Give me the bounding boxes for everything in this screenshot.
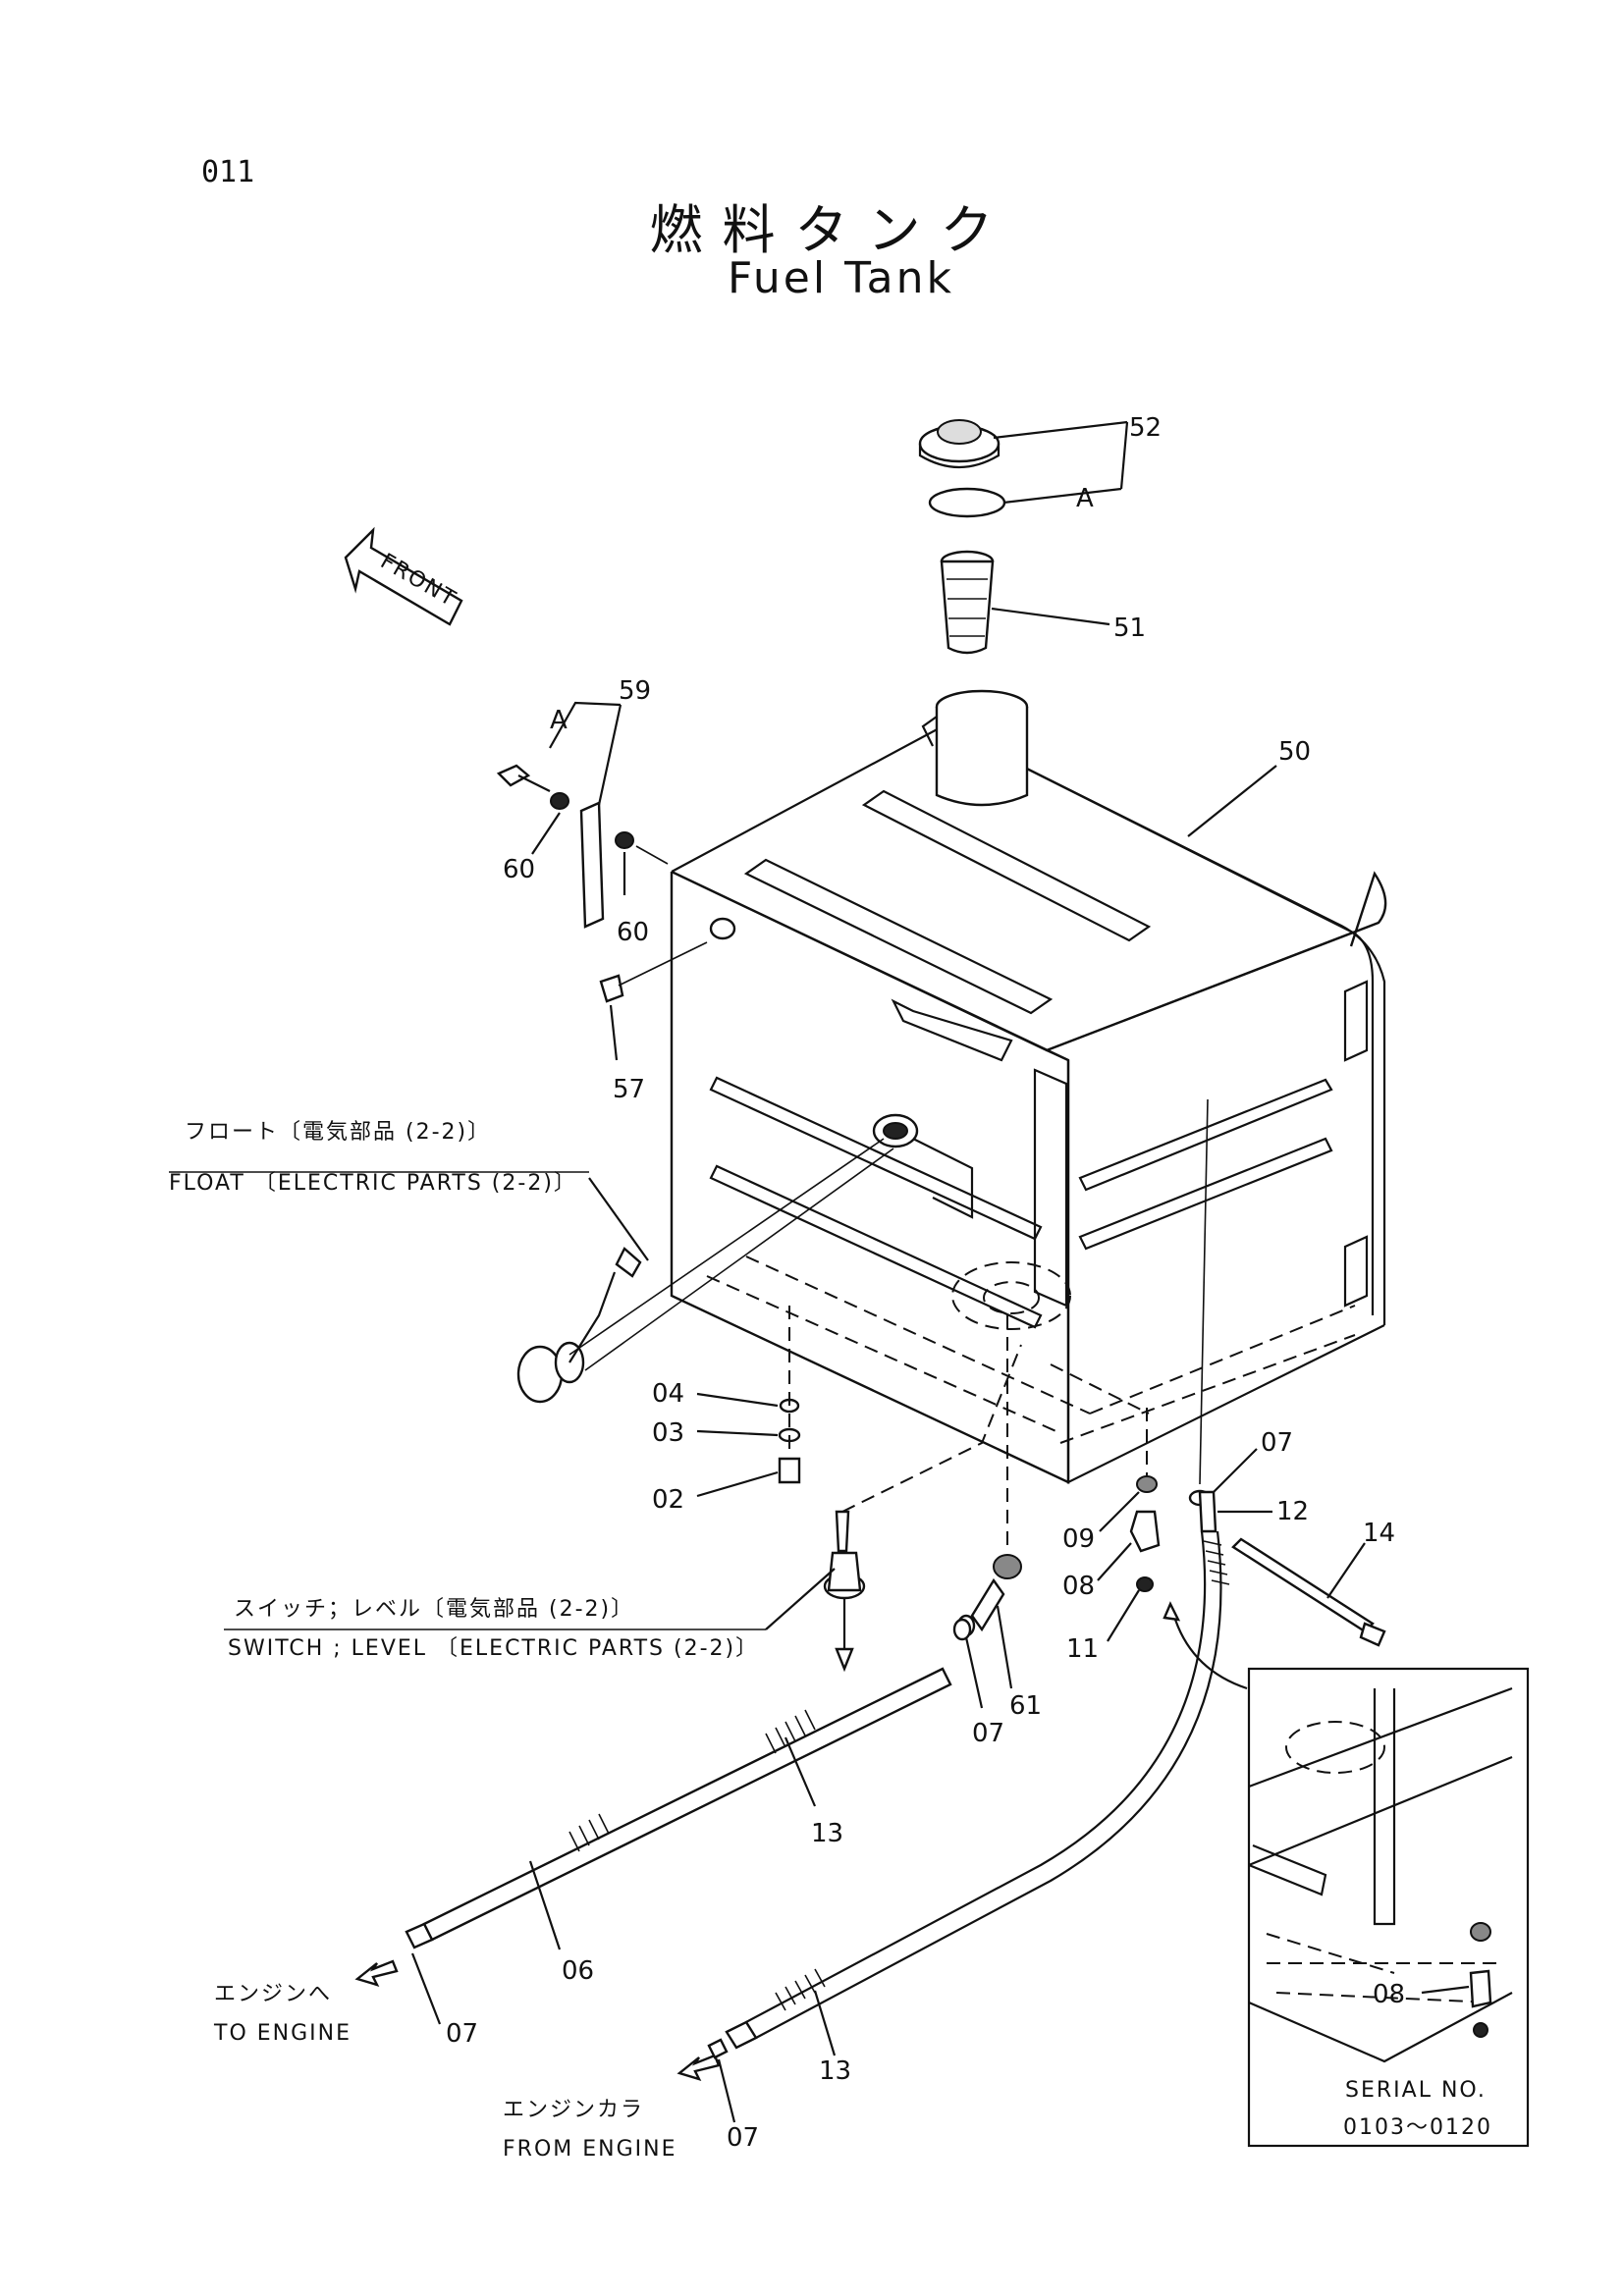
fuel-tank-body xyxy=(670,689,1387,1484)
part-14: 14 xyxy=(1363,1519,1395,1548)
part-52: 52 xyxy=(1129,413,1162,443)
strainer xyxy=(940,550,1110,655)
part-07-mid: 07 xyxy=(972,1719,1004,1748)
part-02: 02 xyxy=(652,1485,684,1515)
from-engine-label-en: FROM ENGINE xyxy=(503,2137,676,2162)
serial-label: SERIAL NO. xyxy=(1345,2078,1487,2103)
to-engine-arrow-icon xyxy=(354,1959,399,1987)
serial-inset xyxy=(1247,1667,1530,2148)
part-11: 11 xyxy=(1066,1634,1099,1664)
front-arrow-icon: FRONT xyxy=(344,526,463,626)
part-13-lower: 13 xyxy=(819,2056,851,2086)
return-hose xyxy=(725,1490,1272,2056)
part-06: 06 xyxy=(562,1956,594,1986)
cap-gasket xyxy=(928,487,1006,518)
tie-band xyxy=(1231,1537,1386,1647)
part-51: 51 xyxy=(1113,614,1146,643)
to-engine-label-jp: エンジンへ xyxy=(214,1982,332,2006)
part-07-top: 07 xyxy=(1261,1428,1293,1458)
level-switch xyxy=(765,1344,1022,1673)
fuel-cap xyxy=(918,419,1129,490)
float-assembly xyxy=(516,1138,894,1404)
part-09: 09 xyxy=(1062,1524,1095,1554)
part-57: 57 xyxy=(613,1075,645,1104)
part-07-to-engine: 07 xyxy=(446,2019,478,2049)
switch-label-en: SWITCH ; LEVEL 〔ELECTRIC PARTS (2-2)〕 xyxy=(228,1636,759,1661)
serial-range: 0103～0120 xyxy=(1343,2115,1492,2140)
title-english: Fuel Tank xyxy=(728,253,954,303)
part-59: 59 xyxy=(619,676,651,706)
supply-hose xyxy=(405,1667,952,1950)
part-50: 50 xyxy=(1278,737,1311,767)
title-japanese: 燃料タンク xyxy=(649,199,1013,261)
part-60b: 60 xyxy=(617,918,649,947)
part-08: 08 xyxy=(1062,1572,1095,1601)
part-A-cap: A xyxy=(1076,484,1094,513)
part-08-inset: 08 xyxy=(1373,1980,1405,2009)
switch-label-jp: スイッチ；レベル〔電気部品 (2-2)〕 xyxy=(234,1597,634,1622)
part-13-upper: 13 xyxy=(811,1819,843,1848)
part-07-from-engine: 07 xyxy=(727,2123,759,2153)
part-04: 04 xyxy=(652,1379,684,1409)
part-61: 61 xyxy=(1009,1691,1042,1721)
from-engine-arrow-icon xyxy=(676,2054,721,2081)
bracket-assembly xyxy=(496,701,669,929)
page-number: 011 xyxy=(201,155,255,189)
part-60a: 60 xyxy=(503,855,535,884)
part-A-bracket: A xyxy=(550,706,568,735)
part-03: 03 xyxy=(652,1418,684,1448)
fittings-09-08-11 xyxy=(1050,1363,1161,1642)
float-label-en: FLOAT 〔ELECTRIC PARTS (2-2)〕 xyxy=(169,1171,577,1196)
from-engine-label-jp: エンジンカラ xyxy=(503,2098,644,2122)
to-engine-label-en: TO ENGINE xyxy=(213,2021,352,2046)
float-label-jp: フロート〔電気部品 (2-2)〕 xyxy=(185,1120,491,1145)
drain-plug xyxy=(599,941,708,1061)
part-12: 12 xyxy=(1276,1497,1309,1526)
